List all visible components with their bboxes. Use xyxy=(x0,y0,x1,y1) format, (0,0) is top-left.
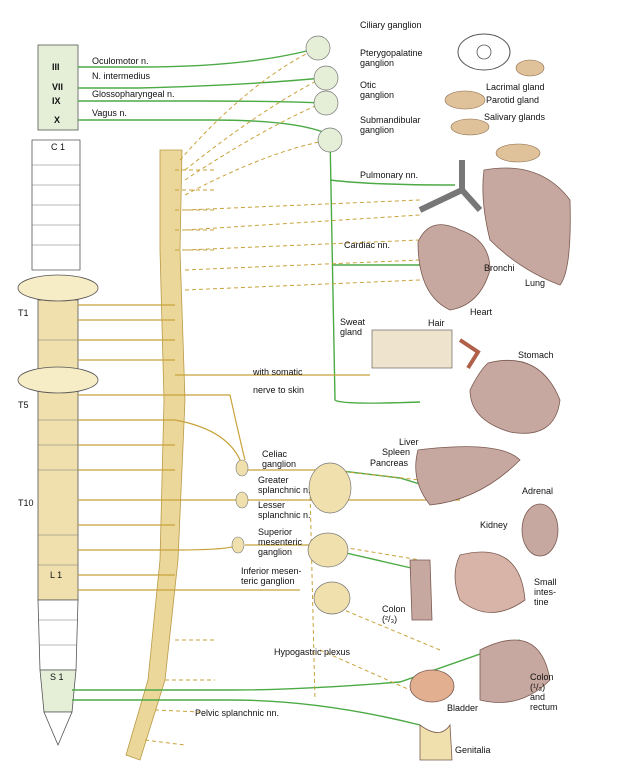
small-intestine-label: Small intes- tine xyxy=(534,577,557,607)
head-ganglia xyxy=(305,35,343,153)
adrenal-label: Adrenal xyxy=(522,486,554,496)
otic-label: Otic ganglion xyxy=(360,80,395,100)
parotid-gland xyxy=(444,90,486,110)
ciliary-label: Ciliary ganglion xyxy=(360,20,422,30)
colon-rectum-label: Colon (¹/₃) and rectum xyxy=(530,672,558,712)
somatic-label-2: nerve to skin xyxy=(253,385,305,395)
superior-mesenteric-label: Superior mesenteric ganglion xyxy=(258,527,303,557)
ciliary-ganglion xyxy=(305,35,331,61)
lacrimal-gland xyxy=(515,59,545,77)
parotid-label: Parotid gland xyxy=(486,95,540,105)
intermedius-label: N. intermedius xyxy=(92,71,151,81)
liver-label: Liver xyxy=(399,437,419,447)
sweat-gland-label: Sweat gland xyxy=(340,317,366,337)
salivary-label: Salivary glands xyxy=(484,112,546,122)
nucleus-x: X xyxy=(54,115,61,125)
inferior-mesenteric-ganglion xyxy=(313,581,351,615)
stomach-label: Stomach xyxy=(518,350,554,360)
kidney-label: Kidney xyxy=(480,520,508,530)
segment-t10: T10 xyxy=(18,498,34,508)
celiac-ganglion xyxy=(308,462,352,514)
skin-block xyxy=(371,329,453,369)
heart-label: Heart xyxy=(470,307,493,317)
spinal-cord xyxy=(17,44,99,747)
vagus-label: Vagus n. xyxy=(92,108,127,118)
stomach xyxy=(469,359,561,434)
lung-label: Lung xyxy=(525,278,546,288)
greater-splanchnic-label: Greater splanchnic n. xyxy=(258,475,311,495)
organs xyxy=(371,33,571,761)
genitalia-label: Genitalia xyxy=(455,745,491,755)
hypogastric-label: Hypogastric plexus xyxy=(274,647,351,657)
submandibular-ganglion xyxy=(317,127,343,153)
glossopharyngeal-label: Glossopharyngeal n. xyxy=(92,89,175,99)
celiac-label: Celiac ganglion xyxy=(262,449,297,469)
hair-label: Hair xyxy=(428,318,445,328)
spleen-label: Spleen xyxy=(382,447,411,457)
colon xyxy=(409,559,433,621)
somatic-label-1: with somatic xyxy=(253,367,303,377)
salivary-gland-1 xyxy=(450,118,490,136)
pulmonary-label: Pulmonary nn. xyxy=(360,170,419,180)
pterygopalatine-ganglion xyxy=(313,65,339,91)
segment-t1: T1 xyxy=(18,308,29,318)
small-intestine xyxy=(454,551,526,613)
pelvic-splanchnic-label: Pelvic splanchnic nn. xyxy=(195,708,280,718)
lung xyxy=(482,167,571,286)
segment-l1: L 1 xyxy=(50,570,63,580)
hair-vessel xyxy=(458,338,481,370)
lacrimal-label: Lacrimal gland xyxy=(486,82,545,92)
nucleus-vii: VII xyxy=(52,82,64,92)
lesser-splanchnic-label: Lesser splanchnic n. xyxy=(258,500,311,520)
bladder xyxy=(409,669,455,703)
inferior-mesenteric-label: Inferior mesen- teric ganglion xyxy=(241,566,302,586)
segment-s1: S 1 xyxy=(50,672,64,682)
nucleus-iii: III xyxy=(52,62,60,72)
bladder-label: Bladder xyxy=(447,703,479,713)
segment-t5: T5 xyxy=(18,400,29,410)
bronchi-label: Bronchi xyxy=(484,263,515,273)
submandibular-label: Submandibular ganglion xyxy=(360,115,421,135)
postganglionic-dashed xyxy=(144,47,441,746)
colon-rectum xyxy=(479,639,551,703)
superior-mesenteric-ganglion xyxy=(307,532,349,568)
pancreas-label: Pancreas xyxy=(370,458,409,468)
bronchi xyxy=(418,160,483,213)
heart xyxy=(417,224,491,311)
segment-c1: C 1 xyxy=(51,142,66,152)
colon-two-thirds-label: Colon (²/₃) xyxy=(382,604,406,624)
prevertebral-ganglia xyxy=(231,459,352,615)
oculomotor-label: Oculomotor n. xyxy=(92,56,149,66)
genitalia xyxy=(419,723,453,761)
otic-ganglion xyxy=(313,90,339,116)
sympathetic-chain xyxy=(125,149,186,761)
pterygopalatine-label: Pterygopalatine ganglion xyxy=(360,48,423,68)
cardiac-label: Cardiac nn. xyxy=(344,240,391,250)
adrenal-kidney xyxy=(521,503,559,557)
nucleus-ix: IX xyxy=(52,96,61,106)
eye xyxy=(457,33,511,71)
liver xyxy=(415,446,521,506)
salivary-gland-2 xyxy=(495,143,541,163)
